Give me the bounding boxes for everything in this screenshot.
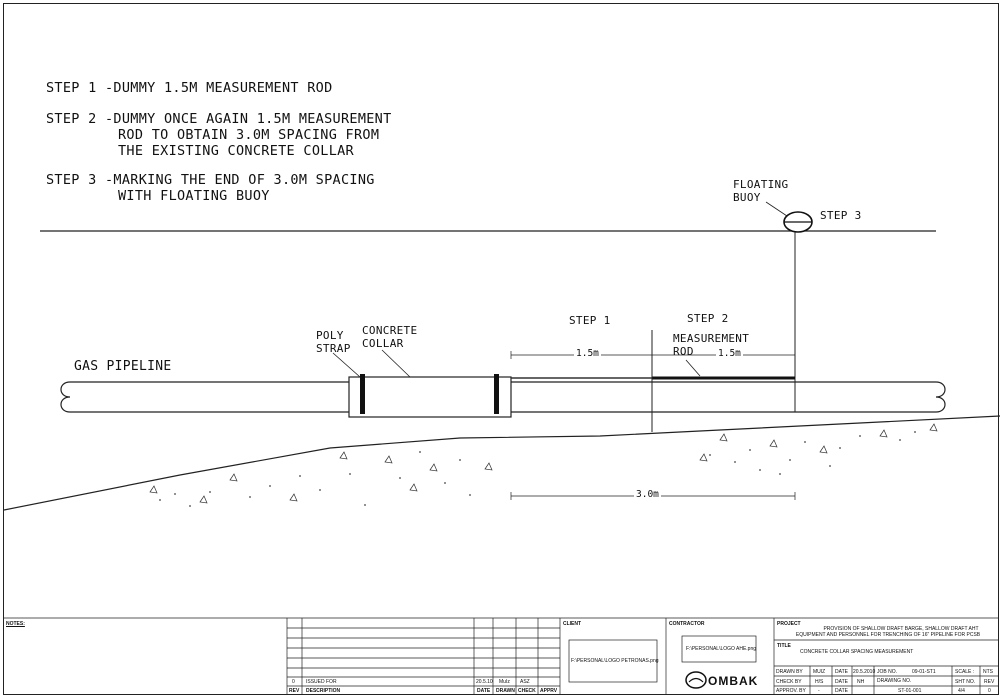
rev-row-date: 20.5.10 — [476, 679, 493, 685]
soil-hatch — [149, 423, 938, 504]
client-logo-placeholder: F:\PERSONAL\LOGO PETRONAS.png — [571, 658, 659, 664]
seabed-line — [3, 415, 1001, 511]
client-label: CLIENT — [563, 621, 582, 627]
contractor-label: CONTRACTOR — [669, 621, 705, 627]
poly-strap-label-line-1: POLY — [316, 329, 344, 342]
gas-pipeline-label: GAS PIPELINE — [74, 359, 172, 374]
poly-strap-left — [360, 374, 365, 414]
poly-strap-label: POLY STRAP — [316, 329, 351, 355]
project-line-2: EQUIPMENT AND PERSONNEL FOR TRENCHING OF… — [795, 632, 981, 638]
concrete-collar-label: CONCRETE COLLAR — [362, 324, 417, 350]
concrete-collar — [348, 376, 512, 418]
check-by-value: H/S — [815, 679, 824, 685]
step-2-line-1: STEP 2 -DUMMY ONCE AGAIN 1.5M MEASUREMEN… — [46, 111, 392, 127]
rev-row-rev: 0 — [292, 679, 295, 685]
step-2-label: STEP 2 — [687, 312, 729, 325]
rev-label: REV — [984, 679, 995, 685]
step-3-line-1: STEP 3 -MARKING THE END OF 3.0M SPACING — [46, 172, 375, 188]
step-3-line-2: WITH FLOATING BUOY — [118, 188, 270, 204]
floating-buoy-label-line-1: FLOATING — [733, 178, 789, 191]
poly-strap-label-line-2: STRAP — [316, 342, 351, 355]
step-3-text: STEP 3 -MARKING THE END OF 3.0M SPACING … — [46, 172, 375, 204]
date-label-3: DATE — [835, 688, 848, 694]
drawn-by-value: MUIZ — [813, 669, 826, 675]
scale-value: NTS — [983, 669, 993, 675]
project-line-1: PROVISION OF SHALLOW DRAFT BARGE, SHALLO… — [823, 626, 979, 632]
soil-dots — [159, 431, 916, 507]
notes-label: NOTES: — [6, 621, 25, 627]
approv-by-value: - — [818, 688, 820, 694]
step-1-line-1: STEP 1 -DUMMY 1.5M MEASUREMENT ROD — [46, 80, 333, 96]
title-block-grid — [3, 617, 999, 695]
drawing-no-value: ST-01-001 — [898, 688, 922, 694]
company-name: OMBAK — [708, 674, 759, 688]
date-value-1: 20.5.2010 — [853, 669, 876, 675]
dim-1-5m-step1: 1.5m — [574, 348, 601, 359]
poly-strap-leader — [332, 352, 361, 378]
sheet-border — [3, 3, 999, 695]
drawn-by-label: DRAWN BY — [776, 669, 803, 675]
dim-3-0m: 3.0m — [634, 489, 661, 500]
rev-value: 0 — [988, 688, 991, 694]
check-by-label: CHECK BY — [776, 679, 802, 685]
step-2-line-2: ROD TO OBTAIN 3.0M SPACING FROM — [118, 127, 380, 143]
job-no-value: 09-01-ST1 — [912, 669, 936, 675]
floating-buoy-label: FLOATING BUOY — [733, 178, 788, 204]
floating-buoy-icon — [765, 201, 813, 412]
drawing-no-label: DRAWING NO. — [877, 678, 912, 684]
step-3-label: STEP 3 — [820, 209, 862, 222]
title-label: TITLE — [777, 643, 791, 649]
approv-by-label: APPROV. BY — [776, 688, 806, 694]
date-label-2: DATE — [835, 679, 848, 685]
ombak-logo-icon — [685, 671, 707, 689]
measurement-rod-label-line-1: MEASUREMENT — [673, 332, 750, 345]
step-1-text: STEP 1 -DUMMY 1.5M MEASUREMENT ROD — [46, 80, 333, 96]
sht-no-label: SHT NO. — [955, 679, 976, 685]
project-label: PROJECT — [777, 621, 801, 627]
job-no-label: JOB NO. — [877, 669, 898, 675]
floating-buoy-label-line-2: BUOY — [733, 191, 761, 204]
rev-header-approv: APPRV — [540, 688, 558, 694]
rev-row-drawn: MuIz — [499, 679, 510, 685]
concrete-collar-label-line-2: COLLAR — [362, 337, 404, 350]
sht-no-value: 4/4 — [958, 688, 965, 694]
rev-row-description: ISSUED FOR — [306, 679, 337, 685]
drawing-title: CONCRETE COLLAR SPACING MEASUREMENT — [800, 649, 914, 655]
rev-header-date: DATE — [477, 688, 491, 694]
rev-header-check: CHECK — [518, 688, 536, 694]
poly-strap-right — [494, 374, 499, 414]
contractor-logo-placeholder: F:\PERSONAL\LOGO AHE.png — [686, 646, 757, 652]
measurement-rod-label: MEASUREMENT ROD — [673, 332, 749, 358]
step-1-label: STEP 1 — [569, 314, 611, 327]
dim-1-5m-step2: 1.5m — [716, 348, 743, 359]
date-value-2: NH — [857, 679, 865, 685]
concrete-collar-label-line-1: CONCRETE — [362, 324, 418, 337]
date-label-1: DATE — [835, 669, 848, 675]
concrete-collar-leader — [381, 349, 411, 378]
rev-header-rev: REV — [289, 688, 300, 694]
step-2-text: STEP 2 -DUMMY ONCE AGAIN 1.5M MEASUREMEN… — [46, 111, 392, 159]
measurement-rod-leader — [685, 359, 701, 377]
rev-header-drawn: DRAWN — [496, 688, 515, 694]
rev-header-description: DESCRIPTION — [306, 688, 341, 694]
rev-row-check: ASZ — [520, 679, 530, 685]
scale-label: SCALE : — [955, 669, 975, 675]
step-2-line-3: THE EXISTING CONCRETE COLLAR — [118, 143, 354, 159]
measurement-rod-label-line-2: ROD — [673, 345, 694, 358]
